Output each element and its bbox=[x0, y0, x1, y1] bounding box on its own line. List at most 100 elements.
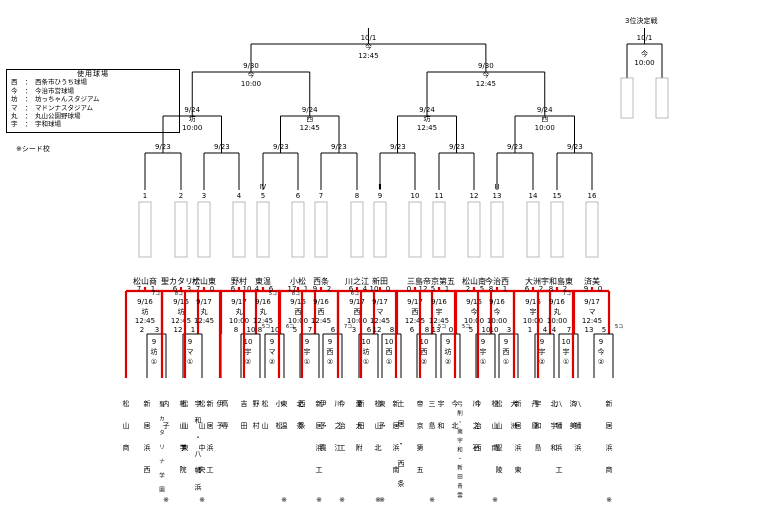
sub-game-date: 9 bbox=[270, 338, 274, 346]
school-char: 今 bbox=[452, 399, 459, 408]
block-game-venue: 宇 bbox=[530, 307, 537, 316]
block-game-venue: 丸 bbox=[201, 307, 208, 316]
block-game-time: 10:00 bbox=[523, 317, 543, 325]
school-char: 予 bbox=[217, 422, 224, 430]
school-char: 新 bbox=[144, 399, 151, 408]
block-game-venue: 西 bbox=[318, 308, 325, 316]
school-char: 和 bbox=[551, 443, 558, 452]
school-char: 新 bbox=[515, 399, 522, 408]
block-game-venue: 西 bbox=[412, 308, 419, 316]
block-winner: 松山南 bbox=[462, 276, 486, 286]
block-slot bbox=[256, 201, 270, 258]
pre-note: 8コ bbox=[292, 291, 300, 297]
block-winner: 宇和島東 bbox=[541, 276, 573, 286]
block-game-venue: 今 bbox=[471, 307, 478, 316]
score-right: 1 bbox=[151, 285, 155, 293]
block-number: 4 bbox=[237, 192, 242, 200]
pre-note: 7コ bbox=[152, 291, 160, 297]
score-mid-left: 12 bbox=[174, 326, 183, 334]
sub-game-date: 10 bbox=[385, 338, 394, 346]
third-place-slot bbox=[620, 77, 634, 119]
score-right: 1 bbox=[503, 285, 507, 293]
sub-game-num: ① bbox=[480, 358, 486, 366]
game-date: 9/23 bbox=[273, 143, 289, 151]
block-game-venue: 西 bbox=[354, 308, 361, 316]
score-mid-left: 3 bbox=[352, 326, 356, 334]
school-char: 島 bbox=[535, 443, 542, 452]
score-mid-left: 8 bbox=[234, 326, 238, 334]
block-game-date: 9/16 bbox=[313, 298, 329, 306]
score-left: 6 bbox=[231, 285, 236, 293]
school-char: 浜 bbox=[316, 443, 323, 452]
sub-game-venue: マ bbox=[269, 348, 276, 356]
score-right: 2 bbox=[327, 285, 331, 293]
score-mid-left: 1 bbox=[528, 326, 532, 334]
post-note: 6コ bbox=[286, 324, 294, 330]
score-mid-right: 5 bbox=[602, 326, 606, 334]
school-char: 伊 bbox=[320, 399, 327, 408]
sub-game-num: ① bbox=[503, 358, 509, 366]
school-char: 伊 bbox=[217, 399, 224, 408]
school-char: ・ bbox=[195, 433, 202, 441]
post-note: 5コ bbox=[462, 324, 470, 330]
game-time: 12:45 bbox=[476, 80, 496, 88]
game-date: 10/1 bbox=[361, 34, 377, 42]
sub-game-date: 10 bbox=[562, 338, 571, 346]
block-slot bbox=[174, 201, 188, 258]
score-right: 0 bbox=[598, 285, 602, 293]
score-mid-right: 4 bbox=[543, 326, 548, 334]
sub-game-venue: 坊 bbox=[363, 347, 370, 356]
score-left: 7 bbox=[137, 285, 141, 293]
sub-game-num: ① bbox=[563, 358, 569, 366]
school-char: 松 bbox=[182, 399, 189, 408]
block-game-date: 9/16 bbox=[173, 298, 189, 306]
venue-legend-row: マ：マドンナスタジアム bbox=[11, 103, 94, 112]
post-note: 7コ bbox=[344, 324, 352, 330]
sub-game-num: ② bbox=[269, 358, 275, 366]
block-slot bbox=[526, 201, 540, 258]
game-venue: 今 bbox=[365, 42, 372, 51]
block-winner: 聖カタリナ bbox=[161, 277, 201, 286]
block-slot bbox=[373, 201, 387, 258]
game-venue: 今 bbox=[482, 70, 489, 79]
block-game-venue: 坊 bbox=[178, 307, 185, 316]
sub-game-num: ② bbox=[539, 358, 545, 366]
pre-note: 6コ bbox=[351, 291, 359, 297]
school-char: 新 bbox=[316, 399, 323, 408]
post-note: 5コ bbox=[615, 324, 623, 330]
seed-mark: ※ bbox=[199, 496, 205, 504]
school-char: 島 bbox=[429, 421, 436, 430]
block-mark: Ⅰ bbox=[144, 183, 146, 191]
sub-game-venue: 西 bbox=[503, 348, 510, 356]
score-mid-right: 8 bbox=[390, 326, 394, 334]
sub-game-venue: 宇 bbox=[480, 347, 487, 356]
school-char: 雲 bbox=[457, 492, 463, 499]
block-game-time: 12:45 bbox=[311, 317, 331, 325]
school-char: 予 bbox=[320, 422, 327, 430]
block-game-date: 9/17 bbox=[231, 298, 247, 306]
block-number: 11 bbox=[435, 192, 444, 200]
score-left: 9 bbox=[584, 285, 588, 293]
block-game-date: 9/16 bbox=[489, 298, 505, 306]
school-char: 工 bbox=[316, 466, 323, 474]
post-note: 5コ bbox=[438, 324, 446, 330]
block-game-venue: 宇 bbox=[436, 307, 443, 316]
school-char: 予 bbox=[379, 422, 386, 430]
game-time: 12:45 bbox=[358, 52, 378, 60]
block-slot bbox=[350, 201, 364, 258]
game-date: 9/23 bbox=[567, 143, 583, 151]
school-char: 温 bbox=[281, 421, 288, 430]
block-game-time: 12:45 bbox=[582, 317, 602, 325]
school-char: リ bbox=[159, 445, 165, 451]
block-game-date: 9/17 bbox=[349, 298, 365, 306]
school-char: 第 bbox=[417, 443, 424, 452]
school-char: 田 bbox=[457, 474, 463, 481]
score-mid-left: 5 bbox=[293, 326, 297, 334]
block-winner: 三島 bbox=[407, 276, 423, 286]
school-char: 条 bbox=[297, 421, 304, 430]
school-char: 居 bbox=[393, 422, 400, 430]
school-char: 西 bbox=[398, 460, 405, 468]
school-char: 石 bbox=[473, 444, 480, 452]
school-char: 居 bbox=[207, 422, 214, 430]
school-char: 幡 bbox=[556, 421, 563, 430]
